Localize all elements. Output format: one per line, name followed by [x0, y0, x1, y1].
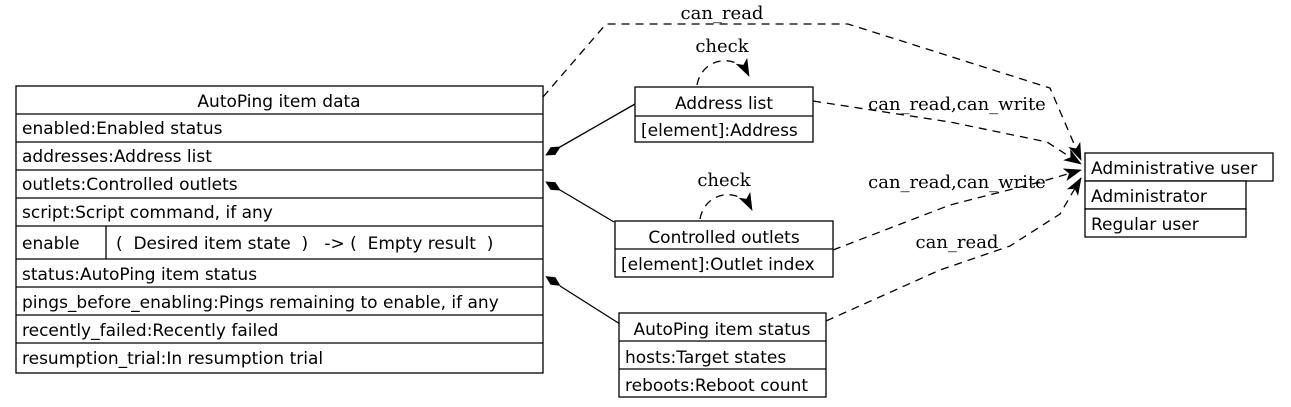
edge-status-line	[559, 285, 621, 325]
method-enable-name: enable	[22, 234, 80, 254]
edge-label-can-read-can-write-1: can_read,can_write	[868, 94, 1046, 115]
autoping-item-status-title: AutoPing item status	[633, 320, 810, 340]
edge-label-can-read-can-write-2: can_read,can_write	[868, 172, 1046, 193]
administrative-user-border	[1084, 152, 1274, 182]
row-resumption-trial: resumption_trial:In resumption trial	[22, 349, 323, 369]
controlled-outlets-title: Controlled outlets	[648, 228, 800, 248]
edge-label-check-outlets: check	[697, 170, 751, 191]
edge-address-check-line	[696, 57, 750, 86]
edge-outlets-self-loop: check	[697, 170, 753, 220]
row-status: status:AutoPing item status	[22, 265, 257, 285]
method-enable-signature: ( Desired item state ) -> ( Empty result…	[116, 234, 493, 254]
edge-main-to-admin: can_read	[542, 3, 1082, 161]
edge-label-check-address: check	[695, 36, 749, 57]
row-pings-before-enabling: pings_before_enabling:Pings remaining to…	[22, 293, 499, 313]
edge-addresses-aggregation	[545, 103, 636, 156]
row-hosts: hosts:Target states	[625, 348, 786, 368]
edge-addresses-line	[559, 103, 636, 148]
row-recently-failed: recently_failed:Recently failed	[22, 321, 278, 341]
row-element-outlet-index: [element]:Outlet index	[621, 255, 815, 275]
row-reboots: reboots:Reboot count	[625, 376, 808, 396]
aggregation-diamond-icon	[545, 276, 561, 286]
autoping-item-data-border	[15, 85, 544, 374]
administrator-row-border	[1084, 180, 1247, 210]
node-autoping-item-data: AutoPing item data enabled:Enabled statu…	[15, 85, 544, 374]
edge-status-to-admin: can_read	[825, 177, 1082, 322]
autoping-item-data-title: AutoPing item data	[197, 92, 360, 112]
edge-outlets-to-admin: can_read,can_write	[832, 168, 1082, 251]
aggregation-diamond-icon	[545, 181, 561, 191]
edge-outlets-check-line	[699, 191, 753, 220]
node-address-list: Address list [element]:Address	[634, 86, 814, 143]
row-addresses: addresses:Address list	[22, 147, 212, 167]
edge-label-can-read-bottom: can_read	[916, 232, 999, 253]
row-script: script:Script command, if any	[22, 203, 273, 223]
row-outlets: outlets:Controlled outlets	[22, 175, 238, 195]
autoping-item-status-border	[618, 312, 827, 398]
address-list-title: Address list	[675, 94, 773, 114]
node-autoping-item-status: AutoPing item status hosts:Target states…	[618, 312, 827, 398]
edge-outlets-line	[559, 189, 615, 223]
edge-outlets-to-admin-line	[832, 168, 1082, 251]
aggregation-diamond-icon	[545, 146, 561, 156]
edge-label-can-read-top: can_read	[681, 3, 764, 24]
edge-status-aggregation	[545, 276, 621, 325]
edge-address-to-admin-line	[812, 100, 1082, 165]
row-administrator: Administrator	[1091, 187, 1207, 207]
row-enabled: enabled:Enabled status	[22, 119, 223, 139]
node-administrative-user: Administrative user Administrator Regula…	[1084, 152, 1274, 238]
administrative-user-title: Administrative user	[1091, 159, 1257, 179]
edge-status-to-admin-line	[825, 177, 1082, 322]
node-controlled-outlets: Controlled outlets [element]:Outlet inde…	[614, 220, 834, 278]
edge-outlets-aggregation	[545, 181, 615, 223]
edge-address-self-loop: check	[695, 36, 750, 86]
address-list-border	[634, 86, 814, 143]
edge-main-to-admin-line	[542, 23, 1082, 161]
row-regular-user: Regular user	[1091, 215, 1199, 235]
edge-address-to-admin: can_read,can_write	[812, 94, 1082, 165]
regular-user-row-border	[1084, 208, 1247, 238]
row-element-address: [element]:Address	[641, 121, 798, 141]
